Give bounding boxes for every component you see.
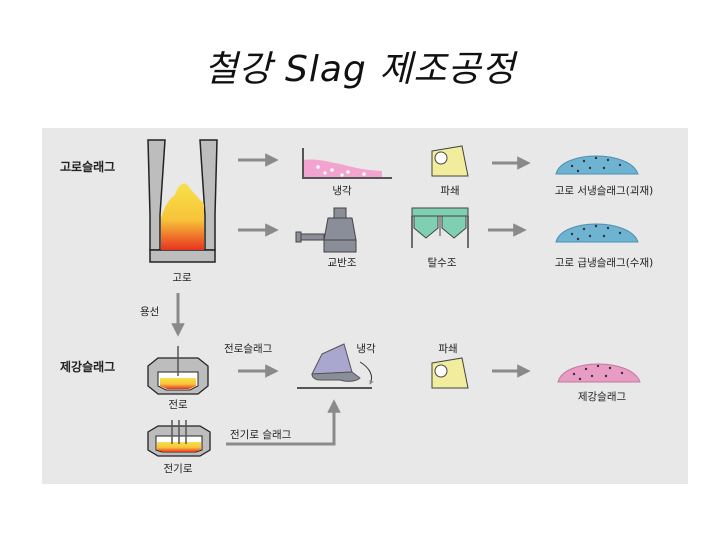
section-label-blast-furnace-slag: 고로슬래그 xyxy=(60,159,115,174)
arrow-electric-furnace-to-cooling xyxy=(226,399,341,446)
converter-icon xyxy=(147,346,209,395)
label-converter: 전로 xyxy=(168,399,188,411)
label-crushing-top: 파쇄 xyxy=(440,185,459,197)
label-stirring-tank: 교반조 xyxy=(328,257,357,269)
crusher-icon-bottom xyxy=(431,357,469,389)
diagram-panel xyxy=(42,128,688,484)
label-converter-slag: 전로슬래그 xyxy=(224,343,273,355)
cooling-curved-arrow xyxy=(359,361,374,385)
label-blast-furnace: 고로 xyxy=(172,272,192,284)
slag-pile-blue-top xyxy=(555,155,639,175)
label-granulated-slag: 고로 급냉슬래그(수재) xyxy=(555,257,653,269)
stirring-tank-icon xyxy=(295,207,357,253)
cooling-bed-icon xyxy=(302,148,392,179)
label-steel-slag-product: 제강슬래그 xyxy=(578,391,627,403)
blast-furnace-icon xyxy=(147,139,218,263)
slag-pile-pink xyxy=(557,363,641,383)
label-molten-iron: 용선 xyxy=(140,306,159,318)
section-label-steel-slag: 제강슬래그 xyxy=(60,359,115,374)
slag-pile-blue-bottom xyxy=(555,223,639,243)
label-electric-furnace-slag: 전기로 슬래그 xyxy=(230,429,292,441)
cooling-apparatus-icon xyxy=(297,343,372,389)
label-dewatering-tank: 탈수조 xyxy=(428,256,457,269)
label-cooling-top: 냉각 xyxy=(332,185,352,197)
label-cooling-bottom: 냉각 xyxy=(356,343,376,355)
crusher-icon-top xyxy=(431,145,469,177)
dewatering-tank-icon xyxy=(411,207,469,248)
label-electric-furnace: 전기로 xyxy=(164,463,193,475)
label-air-cooled-slag: 고로 서냉슬래그(괴재) xyxy=(555,185,653,197)
electric-furnace-icon xyxy=(147,420,211,457)
label-crushing-bottom: 파쇄 xyxy=(438,343,457,355)
slide-title: 철강 Slag 제조공정 xyxy=(204,49,516,90)
